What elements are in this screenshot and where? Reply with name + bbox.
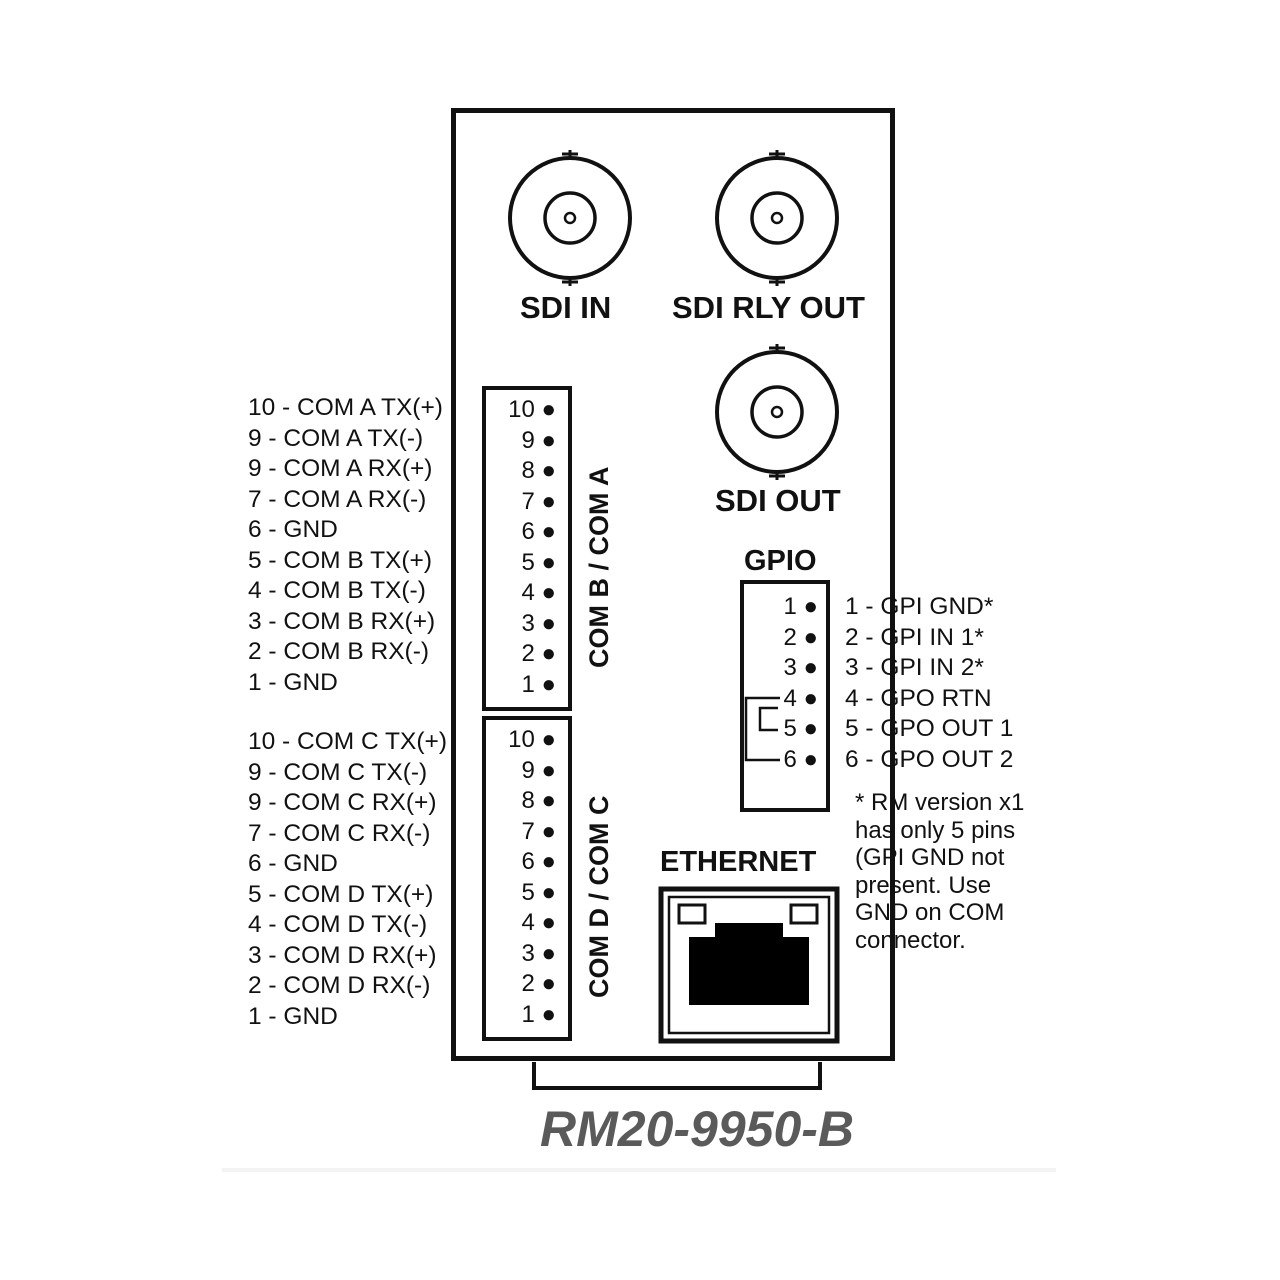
- pinout-label: 9 - COM C TX(-): [248, 758, 428, 786]
- pin-number: 2 ●: [521, 640, 556, 667]
- sdi-out-label: SDI OUT: [715, 483, 841, 518]
- com-ab-pin-list: 10 ● 9 ● 8 ● 7 ● 6 ● 5 ● 4 ● 3 ● 2 ● 1 ●: [494, 395, 556, 700]
- gpio-footnote: * RM version x1 has only 5 pins (GPI GND…: [855, 789, 1055, 954]
- pin-number: 5 ●: [521, 548, 556, 576]
- pinout-label: 10 - COM A TX(+): [248, 394, 443, 421]
- pinout-label: 2 - COM B RX(-): [248, 638, 430, 665]
- com-ab-pinout-list: 10 - COM A TX(+) 9 - COM A TX(-) 9 - COM…: [248, 393, 443, 698]
- pinout-label: 10 - COM C TX(+): [248, 728, 447, 755]
- panel-mounting-tab: [532, 1062, 822, 1090]
- gpio-connector: [740, 580, 830, 812]
- pinout-label: 5 - COM B TX(+): [248, 546, 433, 574]
- pinout-label: 1 - GND: [248, 1002, 338, 1030]
- pin-number: 4 ●: [521, 909, 556, 936]
- pin-number: 9 ●: [521, 756, 556, 784]
- pinout-label: 3 - GPI IN 2*: [845, 654, 984, 681]
- footnote-line: GND on COM: [855, 899, 1005, 926]
- pin-number: 2 ●: [783, 623, 818, 651]
- pin-number: 8 ●: [521, 787, 556, 814]
- sdi-in-label: SDI IN: [520, 290, 612, 325]
- com-ab-vertical-label: COM B / COM A: [584, 466, 614, 669]
- pin-number: 2 ●: [521, 970, 556, 997]
- gpo-relay-bracket-icon: [744, 696, 780, 762]
- sdi-rly-out-label: SDI RLY OUT: [672, 290, 865, 325]
- ethernet-title: ETHERNET: [660, 846, 817, 878]
- footnote-line: present. Use: [855, 871, 992, 899]
- com-cd-pinout-list: 10 - COM C TX(+) 9 - COM C TX(-) 9 - COM…: [248, 727, 447, 1032]
- pin-number: 1 ●: [521, 670, 556, 698]
- pinout-label: 9 - COM A RX(+): [248, 455, 433, 482]
- sdi-rly-out-bnc-icon: [715, 150, 839, 286]
- pinout-label: 4 - COM D TX(-): [248, 911, 428, 938]
- model-number: RM20-9950-B: [540, 1101, 855, 1157]
- pinout-label: 2 - GPI IN 1*: [845, 623, 984, 651]
- pin-number: 8 ●: [521, 457, 556, 484]
- pinout-label: 6 - GPO OUT 2: [845, 745, 1014, 773]
- pin-number: 6 ●: [521, 518, 556, 545]
- pinout-label: 9 - COM C RX(+): [248, 789, 437, 816]
- pin-number: 4 ●: [783, 684, 818, 712]
- pin-number: 3 ●: [521, 939, 556, 967]
- pinout-label: 4 - COM B TX(-): [248, 577, 426, 604]
- pin-number: 9 ●: [521, 426, 556, 454]
- pin-number: 3 ●: [521, 609, 556, 637]
- sdi-in-bnc-icon: [508, 150, 632, 286]
- pin-number: 4 ●: [521, 579, 556, 606]
- footnote-line: connector.: [855, 926, 966, 954]
- pin-number: 6 ●: [521, 848, 556, 875]
- divider: [222, 1168, 1056, 1172]
- pin-number: 5 ●: [521, 878, 556, 906]
- pin-number: 3 ●: [783, 654, 818, 681]
- pin-number: 10 ●: [508, 396, 556, 423]
- pinout-label: 3 - COM D RX(+): [248, 941, 437, 969]
- pin-number: 7 ●: [521, 487, 556, 515]
- gpio-pinout-list: 1 - GPI GND* 2 - GPI IN 1* 3 - GPI IN 2*…: [845, 592, 1013, 775]
- pin-number: 1 ●: [783, 593, 818, 620]
- pinout-label: 9 - COM A TX(-): [248, 424, 424, 452]
- footnote-line: (GPI GND not: [855, 844, 1005, 871]
- pinout-label: 7 - COM C RX(-): [248, 819, 431, 847]
- pin-number: 5 ●: [783, 715, 818, 742]
- gpio-pin-list: 1 ● 2 ● 3 ● 4 ● 5 ● 6 ●: [762, 592, 818, 775]
- pinout-label: 7 - COM A RX(-): [248, 485, 427, 513]
- com-cd-pin-list: 10 ● 9 ● 8 ● 7 ● 6 ● 5 ● 4 ● 3 ● 2 ● 1 ●: [494, 725, 556, 1030]
- pin-number: 7 ●: [521, 817, 556, 845]
- pinout-label: 1 - GND: [248, 668, 338, 696]
- pinout-label: 5 - COM D TX(+): [248, 880, 434, 908]
- pinout-label: 6 - GND: [248, 516, 338, 543]
- gpio-title: GPIO: [744, 545, 817, 577]
- pinout-label: 3 - COM B RX(+): [248, 607, 436, 635]
- com-cd-connector: [482, 716, 572, 1041]
- footnote-line: * RM version x1: [855, 789, 1025, 816]
- pinout-label: 2 - COM D RX(-): [248, 972, 431, 999]
- pinout-label: 6 - GND: [248, 850, 338, 877]
- rj45-port-icon: [658, 886, 840, 1044]
- pinout-label: 1 - GPI GND*: [845, 593, 994, 620]
- com-cd-vertical-label: COM D / COM C: [584, 795, 614, 999]
- sdi-out-bnc-icon: [715, 344, 839, 480]
- pin-number: 10 ●: [508, 726, 556, 753]
- pinout-label: 4 - GPO RTN: [845, 684, 992, 712]
- com-ab-connector: [482, 386, 572, 711]
- rear-panel-outline: [451, 108, 895, 1061]
- pin-number: 1 ●: [521, 1000, 556, 1028]
- pin-number: 6 ●: [783, 745, 818, 773]
- footnote-line: has only 5 pins: [855, 816, 1016, 844]
- pinout-label: 5 - GPO OUT 1: [845, 715, 1014, 742]
